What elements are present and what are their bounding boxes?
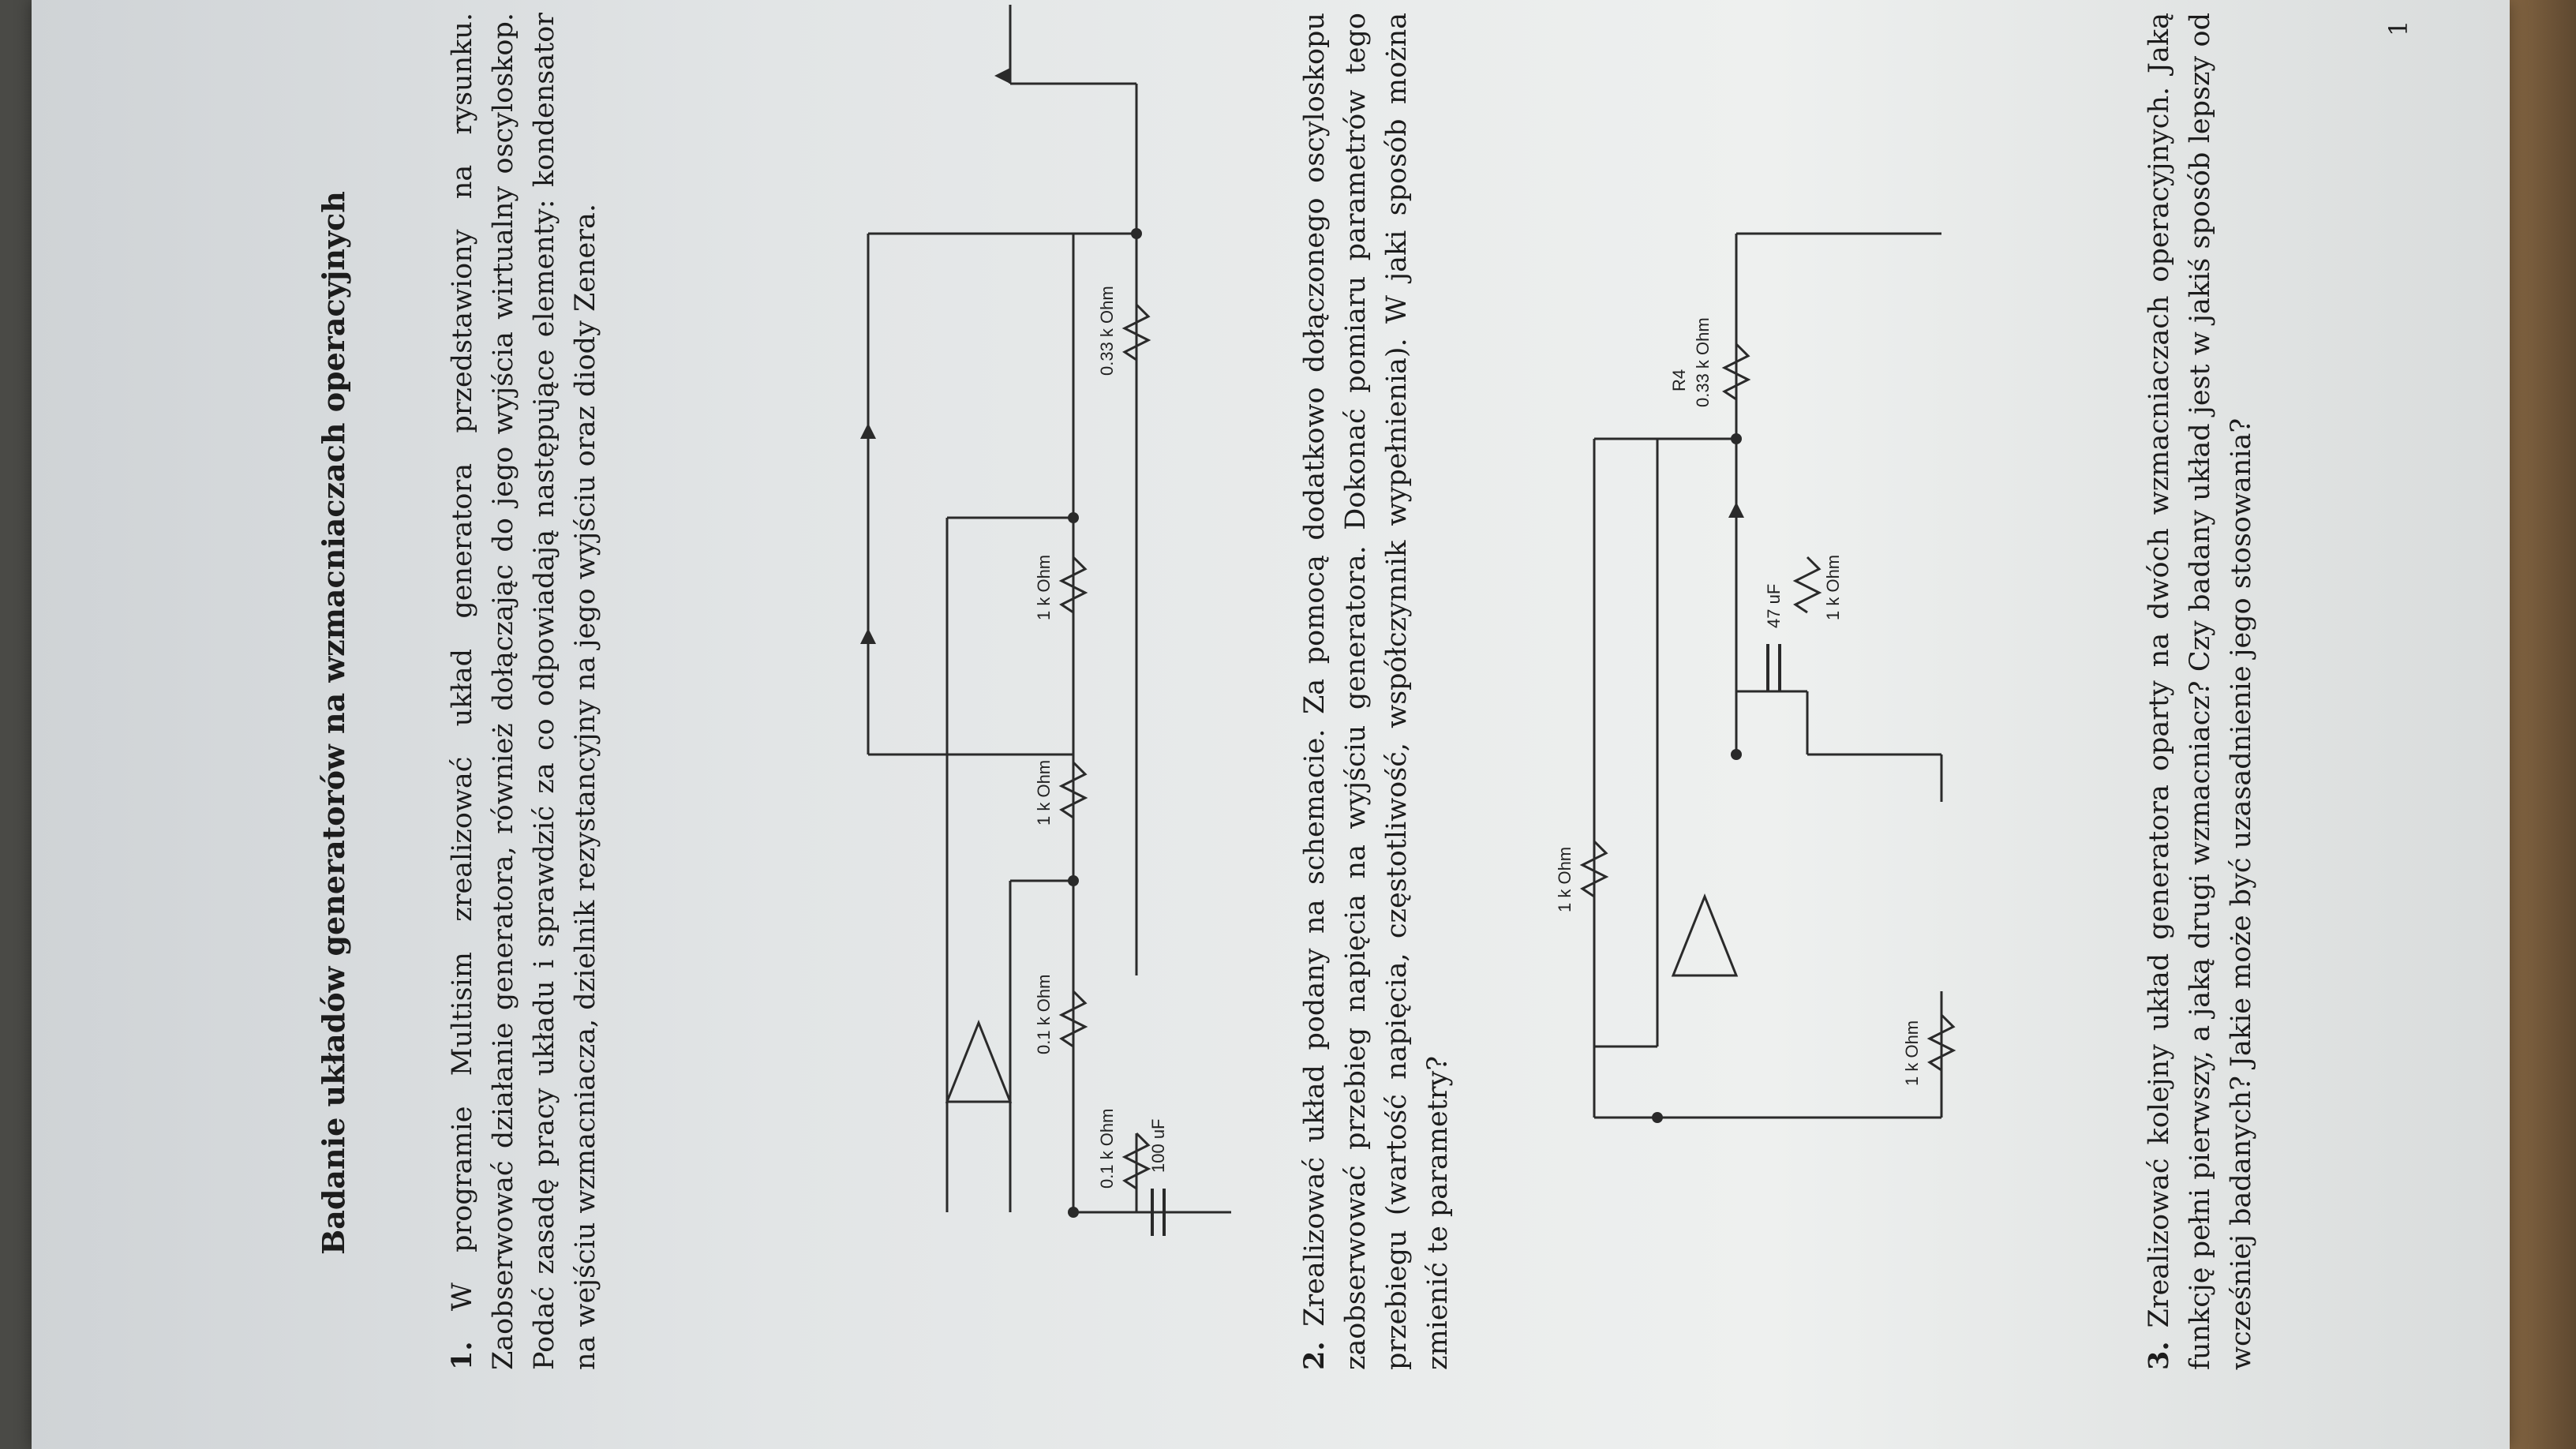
task-1-number: 1. xyxy=(446,1341,478,1370)
c2-label-r-ground: 1 k Ohm xyxy=(1902,1020,1922,1086)
circuit-1-schematic: 0.1 k Ohm 0.33 k Ohm 0.1 k Ohm 1 k Ohm 1… xyxy=(860,5,1231,1236)
page-number: 1 xyxy=(2383,20,2413,36)
task-3-number: 3. xyxy=(2143,1341,2175,1370)
c2-label-r4: R4 xyxy=(1669,369,1689,391)
task-3: 3. Zrealizować kolejny układ generatora … xyxy=(2139,13,2262,1370)
task-2-text: Zrealizować układ podany na schemacie. Z… xyxy=(1299,13,1454,1370)
c1-label-r-div-2: 1 k Ohm xyxy=(1034,555,1054,620)
c2-label-capacitor: 47 uF xyxy=(1764,584,1784,628)
task-1: 1. W programie Multisim zrealizować ukła… xyxy=(442,13,606,1370)
c1-label-r-feedback: 0.1 k Ohm xyxy=(1034,975,1054,1054)
circuit-2-schematic: 1 k Ohm 1 k Ohm R4 0.33 k Ohm 47 uF 1 k … xyxy=(1555,232,1956,1123)
c1-label-r-div-1: 1 k Ohm xyxy=(1034,760,1054,826)
document-page: Badanie układów generatorów na wzmacniac… xyxy=(32,0,2510,1449)
c2-label-r-cap: 1 k Ohm xyxy=(1823,555,1843,620)
document-title: Badanie układów generatorów na wzmacniac… xyxy=(316,191,351,1255)
task-2: 2. Zrealizować układ podany na schemacie… xyxy=(1294,13,1458,1370)
c2-label-r-out: 0.33 k Ohm xyxy=(1693,317,1713,407)
c1-label-r-top-left: 0.1 k Ohm xyxy=(1097,1109,1117,1189)
c1-label-r-top-right: 0.33 k Ohm xyxy=(1097,286,1117,376)
paper-sheet: Badanie układów generatorów na wzmacniac… xyxy=(32,0,2510,1449)
c1-label-capacitor: 100 uF xyxy=(1148,1119,1168,1174)
c2-label-r-feedback: 1 k Ohm xyxy=(1555,847,1574,912)
task-3-text: Zrealizować kolejny układ generatora opa… xyxy=(2144,13,2257,1370)
task-1-text: W programie Multisim zrealizować układ g… xyxy=(447,13,601,1370)
task-2-number: 2. xyxy=(1298,1341,1331,1370)
